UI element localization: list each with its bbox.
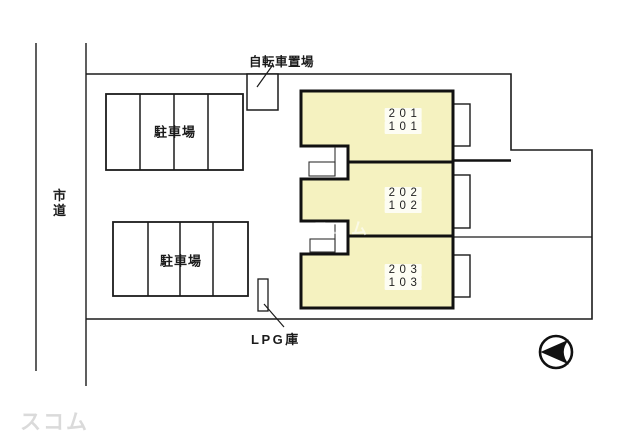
city-road-label: 市道 bbox=[52, 188, 66, 218]
unit-201-101-label: 201 101 bbox=[384, 108, 422, 134]
unit-201-101-footprint bbox=[299, 89, 455, 164]
room-number-upper: 203 bbox=[384, 264, 422, 277]
north-arrow-icon bbox=[538, 334, 574, 370]
parking-lot-1-label: 駐車場 bbox=[153, 124, 197, 140]
entrance-steps-lower bbox=[309, 224, 336, 253]
unit-202-102-label: 202 102 bbox=[384, 187, 422, 213]
room-number-upper: 202 bbox=[384, 187, 422, 200]
lpg-label-pointer-line bbox=[263, 303, 285, 328]
balcony-unit-201 bbox=[452, 103, 471, 147]
site-boundary bbox=[86, 73, 593, 320]
balcony-unit-203 bbox=[452, 254, 471, 298]
room-number-lower: 101 bbox=[384, 121, 422, 134]
room-number-lower: 103 bbox=[384, 277, 422, 290]
bicycle-label-pointer-line bbox=[256, 65, 273, 88]
entrance-steps-upper bbox=[308, 147, 336, 177]
parking-lot-2-label: 駐車場 bbox=[159, 253, 203, 269]
lpg-storage-box bbox=[257, 278, 269, 312]
parking-lot-1 bbox=[105, 93, 244, 171]
unit-203-103-footprint bbox=[299, 234, 455, 310]
parking-lot-2 bbox=[112, 221, 249, 297]
unit-202-102-footprint bbox=[299, 160, 455, 238]
bicycle-parking-label: 自転車置場 bbox=[249, 55, 315, 69]
unit-203-103-label: 203 103 bbox=[384, 264, 422, 290]
balcony-unit-202 bbox=[452, 174, 471, 229]
room-number-upper: 201 bbox=[384, 108, 422, 121]
lpg-storage-label: LPG庫 bbox=[251, 332, 301, 347]
room-number-lower: 102 bbox=[384, 200, 422, 213]
